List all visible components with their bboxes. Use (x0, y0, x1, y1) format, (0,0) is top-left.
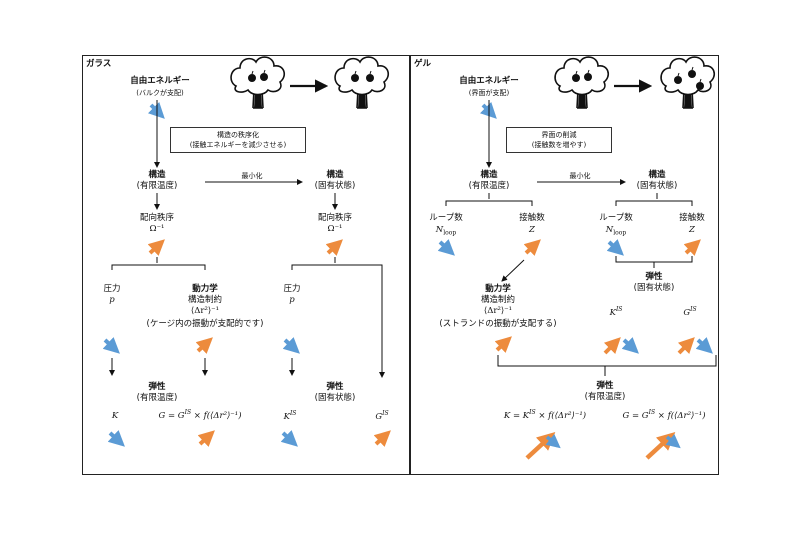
gel-note-line1: 界面の削減 (541, 131, 577, 139)
glass-order-right: 配向秩序 (317, 213, 353, 223)
glass-elastic-right: 弾性 (326, 382, 344, 392)
gel-K-formula: K = KIS × f(⟨Δr²⟩⁻¹) (503, 409, 587, 421)
gel-structure-right: 構造 (648, 170, 666, 180)
glass-note-line1: 構造の秩序化 (217, 131, 259, 139)
gel-KIS-symbol: KIS (609, 306, 623, 318)
gel-structure-left: 構造 (480, 170, 498, 180)
glass-structure-right: 構造 (326, 170, 344, 180)
gel-loops-left: ループ数 (429, 213, 463, 223)
gel-free-energy: 自由エネルギー (459, 76, 519, 86)
glass-order-right-sym: Ω⁻¹ (327, 224, 343, 234)
tree-after-icon (334, 56, 390, 109)
gel-contacts-left-sym: Z (529, 225, 535, 235)
gel-tree-after-icon (660, 56, 716, 109)
glass-structure-right-sub: (固有状態) (314, 181, 356, 191)
glass-dyn-line1: 構造制約 (187, 295, 223, 305)
gel-loops-right-sym: Nloop (605, 225, 627, 237)
glass-structure-left-sub: (有限温度) (136, 181, 178, 191)
gel-dyn-line2: ⟨Δr²⟩⁻¹ (483, 306, 513, 316)
glass-note-line2: (接触エネルギーを減少させる) (189, 141, 287, 149)
glass-free-energy-sub: (バルクが支配) (136, 89, 184, 97)
gel-tree-before-icon (554, 56, 610, 109)
glass-dyn-line2: ⟨Δr²⟩⁻¹ (190, 306, 220, 316)
glass-panel (82, 55, 411, 475)
glass-elastic-left: 弾性 (148, 382, 166, 392)
glass-note-box: 構造の秩序化 (接触エネルギーを減少させる) (170, 127, 306, 153)
gel-dynamics: 動力学 (485, 284, 511, 294)
glass-dynamics: 動力学 (192, 284, 218, 294)
glass-structure-left: 構造 (148, 170, 166, 180)
glass-order-left: 配向秩序 (139, 213, 175, 223)
gel-elastic-bottom-sub: (有限温度) (584, 392, 626, 402)
glass-K-symbol: K (111, 411, 119, 421)
glass-elastic-left-sub: (有限温度) (136, 393, 178, 403)
gel-title: ゲル (414, 59, 432, 69)
gel-free-energy-sub: (界面が支配) (468, 89, 510, 97)
glass-order-left-sym: Ω⁻¹ (149, 224, 165, 234)
glass-pressure-right: 圧力 (283, 284, 301, 294)
gel-elastic-right: 弾性 (645, 272, 663, 282)
gel-note-line2: (接触数を増やす) (531, 141, 587, 149)
gel-contacts-right-sym: Z (689, 225, 695, 235)
gel-contacts-left: 接触数 (519, 213, 545, 223)
glass-pressure-right-sym: p (289, 295, 295, 305)
glass-GIS-symbol: GIS (375, 410, 389, 422)
glass-pressure-left: 圧力 (103, 284, 121, 294)
gel-GIS-symbol: GIS (683, 306, 697, 318)
gel-elastic-right-sub: (固有状態) (633, 283, 675, 293)
glass-pressure-left-sym: p (109, 295, 115, 305)
gel-contacts-right: 接触数 (679, 213, 705, 223)
gel-G-formula: G = GIS × f(⟨Δr²⟩⁻¹) (622, 409, 706, 421)
gel-panel (409, 55, 719, 475)
gel-loops-right: ループ数 (599, 213, 633, 223)
glass-title: ガラス (86, 59, 112, 69)
glass-dyn-line3: (ケージ内の振動が支配的です) (146, 319, 264, 329)
gel-dyn-line3: (ストランドの振動が支配する) (439, 319, 557, 329)
glass-G-formula: G = GIS × f(⟨Δr²⟩⁻¹) (158, 409, 242, 421)
glass-elastic-right-sub: (固有状態) (314, 393, 356, 403)
gel-note-box: 界面の削減 (接触数を増やす) (506, 127, 612, 153)
glass-free-energy: 自由エネルギー (130, 76, 190, 86)
glass-KIS-symbol: KIS (283, 410, 297, 422)
gel-dyn-line1: 構造制約 (480, 295, 516, 305)
gel-structure-right-sub: (固有状態) (636, 181, 678, 191)
gel-elastic-bottom: 弾性 (596, 381, 614, 391)
gel-minimize-label: 最小化 (569, 172, 591, 180)
tree-before-icon (230, 56, 286, 109)
glass-minimize-label: 最小化 (241, 172, 263, 180)
gel-loops-left-sym: Nloop (435, 225, 457, 237)
gel-structure-left-sub: (有限温度) (468, 181, 510, 191)
